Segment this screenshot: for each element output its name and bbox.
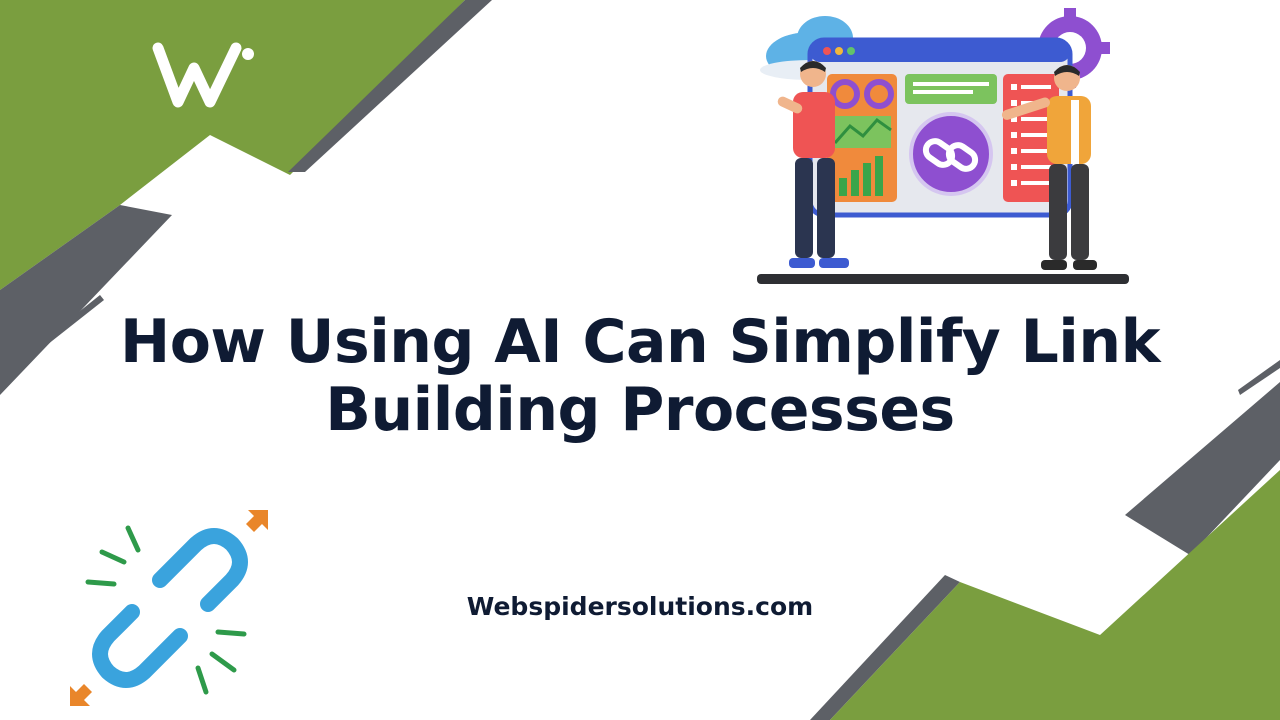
bottom-right-gray-stripe: [810, 575, 960, 720]
arrow-up-right-icon: [246, 510, 268, 532]
headline-line-2: Building Processes: [325, 375, 955, 445]
chain-link-icon: [922, 138, 979, 172]
headline: How Using AI Can Simplify Link Building …: [90, 308, 1190, 444]
right-gray-band: [1125, 382, 1280, 555]
left-thin-line: [0, 295, 104, 382]
top-left-gray-stripe: [288, 0, 492, 172]
w-monogram-logo-icon: [152, 42, 254, 108]
person-right-figure: [1001, 65, 1097, 270]
website-label: Webspidersolutions.com: [466, 592, 814, 621]
broken-chain-link-icon: [70, 510, 268, 706]
person-left-figure: [777, 61, 849, 268]
dashboard-presentation-illustration-icon: [757, 8, 1129, 284]
arrow-down-left-icon: [70, 684, 92, 706]
platform: [757, 274, 1129, 284]
right-thin-line: [1238, 360, 1280, 395]
bottom-right-green-shape: [830, 470, 1280, 720]
headline-line-1: How Using AI Can Simplify Link: [120, 307, 1160, 377]
top-left-green-shape: [0, 0, 465, 290]
